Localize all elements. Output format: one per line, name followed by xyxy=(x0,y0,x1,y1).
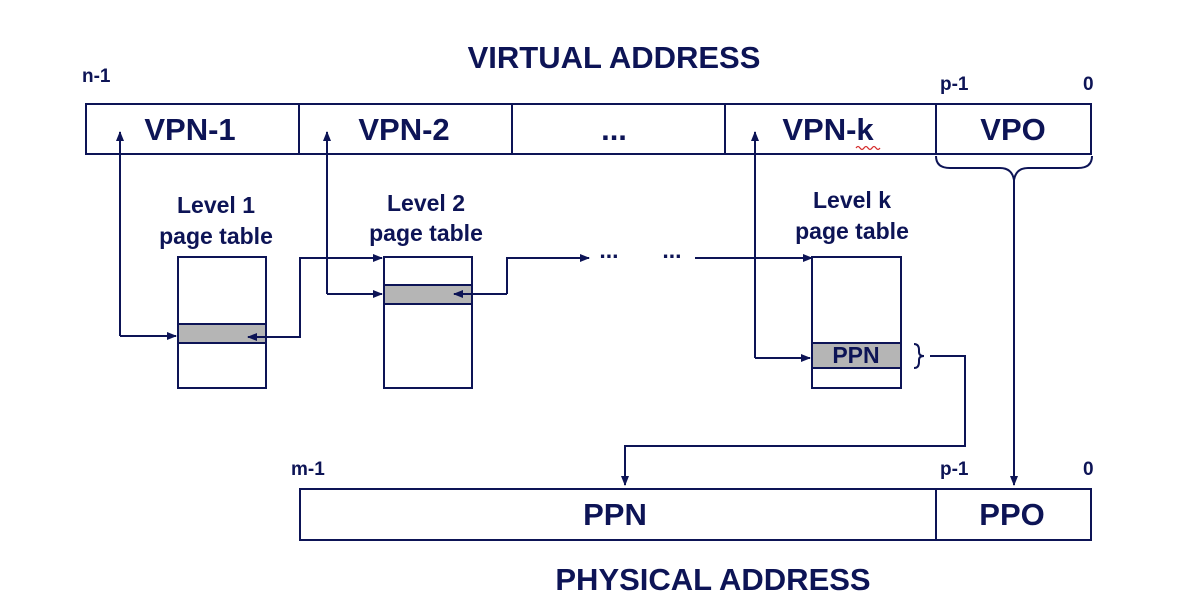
ppn-to-physical-arrow xyxy=(621,355,966,486)
va-field-vpo xyxy=(935,103,1092,155)
pa-bit-m-1: m-1 xyxy=(291,459,325,480)
physical-address-title: PHYSICAL ADDRESS xyxy=(555,562,870,597)
va-bit-p-1: p-1 xyxy=(940,74,969,95)
pa-ppn-label: PPN xyxy=(583,497,647,532)
pa-ppo-label: PPO xyxy=(979,497,1044,532)
tables-ellipsis-2: ... xyxy=(662,237,681,263)
level-k-pte xyxy=(811,342,902,369)
pa-bit-p-1: p-1 xyxy=(940,459,969,480)
va-field-vpn-2 xyxy=(298,103,513,155)
level-k-ppn-label: PPN xyxy=(832,342,879,368)
vpn-1-label: VPN-1 xyxy=(144,112,235,147)
physical-address-register xyxy=(299,488,1092,541)
spellcheck-underline xyxy=(855,145,881,151)
level-2-title-line1: Level 2 xyxy=(387,190,465,216)
va-field-ellipsis xyxy=(511,103,726,155)
virtual-address-title: VIRTUAL ADDRESS xyxy=(468,40,761,75)
virtual-address-register xyxy=(85,103,1092,155)
level-2-to-next-wire xyxy=(506,254,590,294)
ppn-entry-brace xyxy=(913,343,925,369)
va-field-vpn-1 xyxy=(85,103,300,155)
level-1-title-line1: Level 1 xyxy=(177,192,255,218)
level-k-title-line1: Level k xyxy=(813,187,891,213)
vpo-brace xyxy=(935,155,1093,181)
vpn-2-label: VPN-2 xyxy=(358,112,449,147)
va-bit-n-1: n-1 xyxy=(82,66,111,87)
level-1-pte xyxy=(177,323,267,344)
level-k-title-line2: page table xyxy=(795,218,909,244)
level-2-page-table xyxy=(383,256,473,389)
level-2-title-line2: page table xyxy=(369,220,483,246)
vpo-label: VPO xyxy=(980,112,1045,147)
level-1-page-table xyxy=(177,256,267,389)
vpn-k-label: VPN-k xyxy=(782,112,874,147)
tables-ellipsis-1: ... xyxy=(599,237,618,263)
level-1-title-line2: page table xyxy=(159,223,273,249)
pa-field-ppo xyxy=(935,488,1092,541)
pa-bit-0: 0 xyxy=(1083,459,1094,480)
pa-field-ppn xyxy=(299,488,937,541)
level-1-to-level-2-wire xyxy=(298,257,382,338)
va-ellipsis-label: ... xyxy=(601,112,627,147)
va-bit-0: 0 xyxy=(1083,74,1094,95)
